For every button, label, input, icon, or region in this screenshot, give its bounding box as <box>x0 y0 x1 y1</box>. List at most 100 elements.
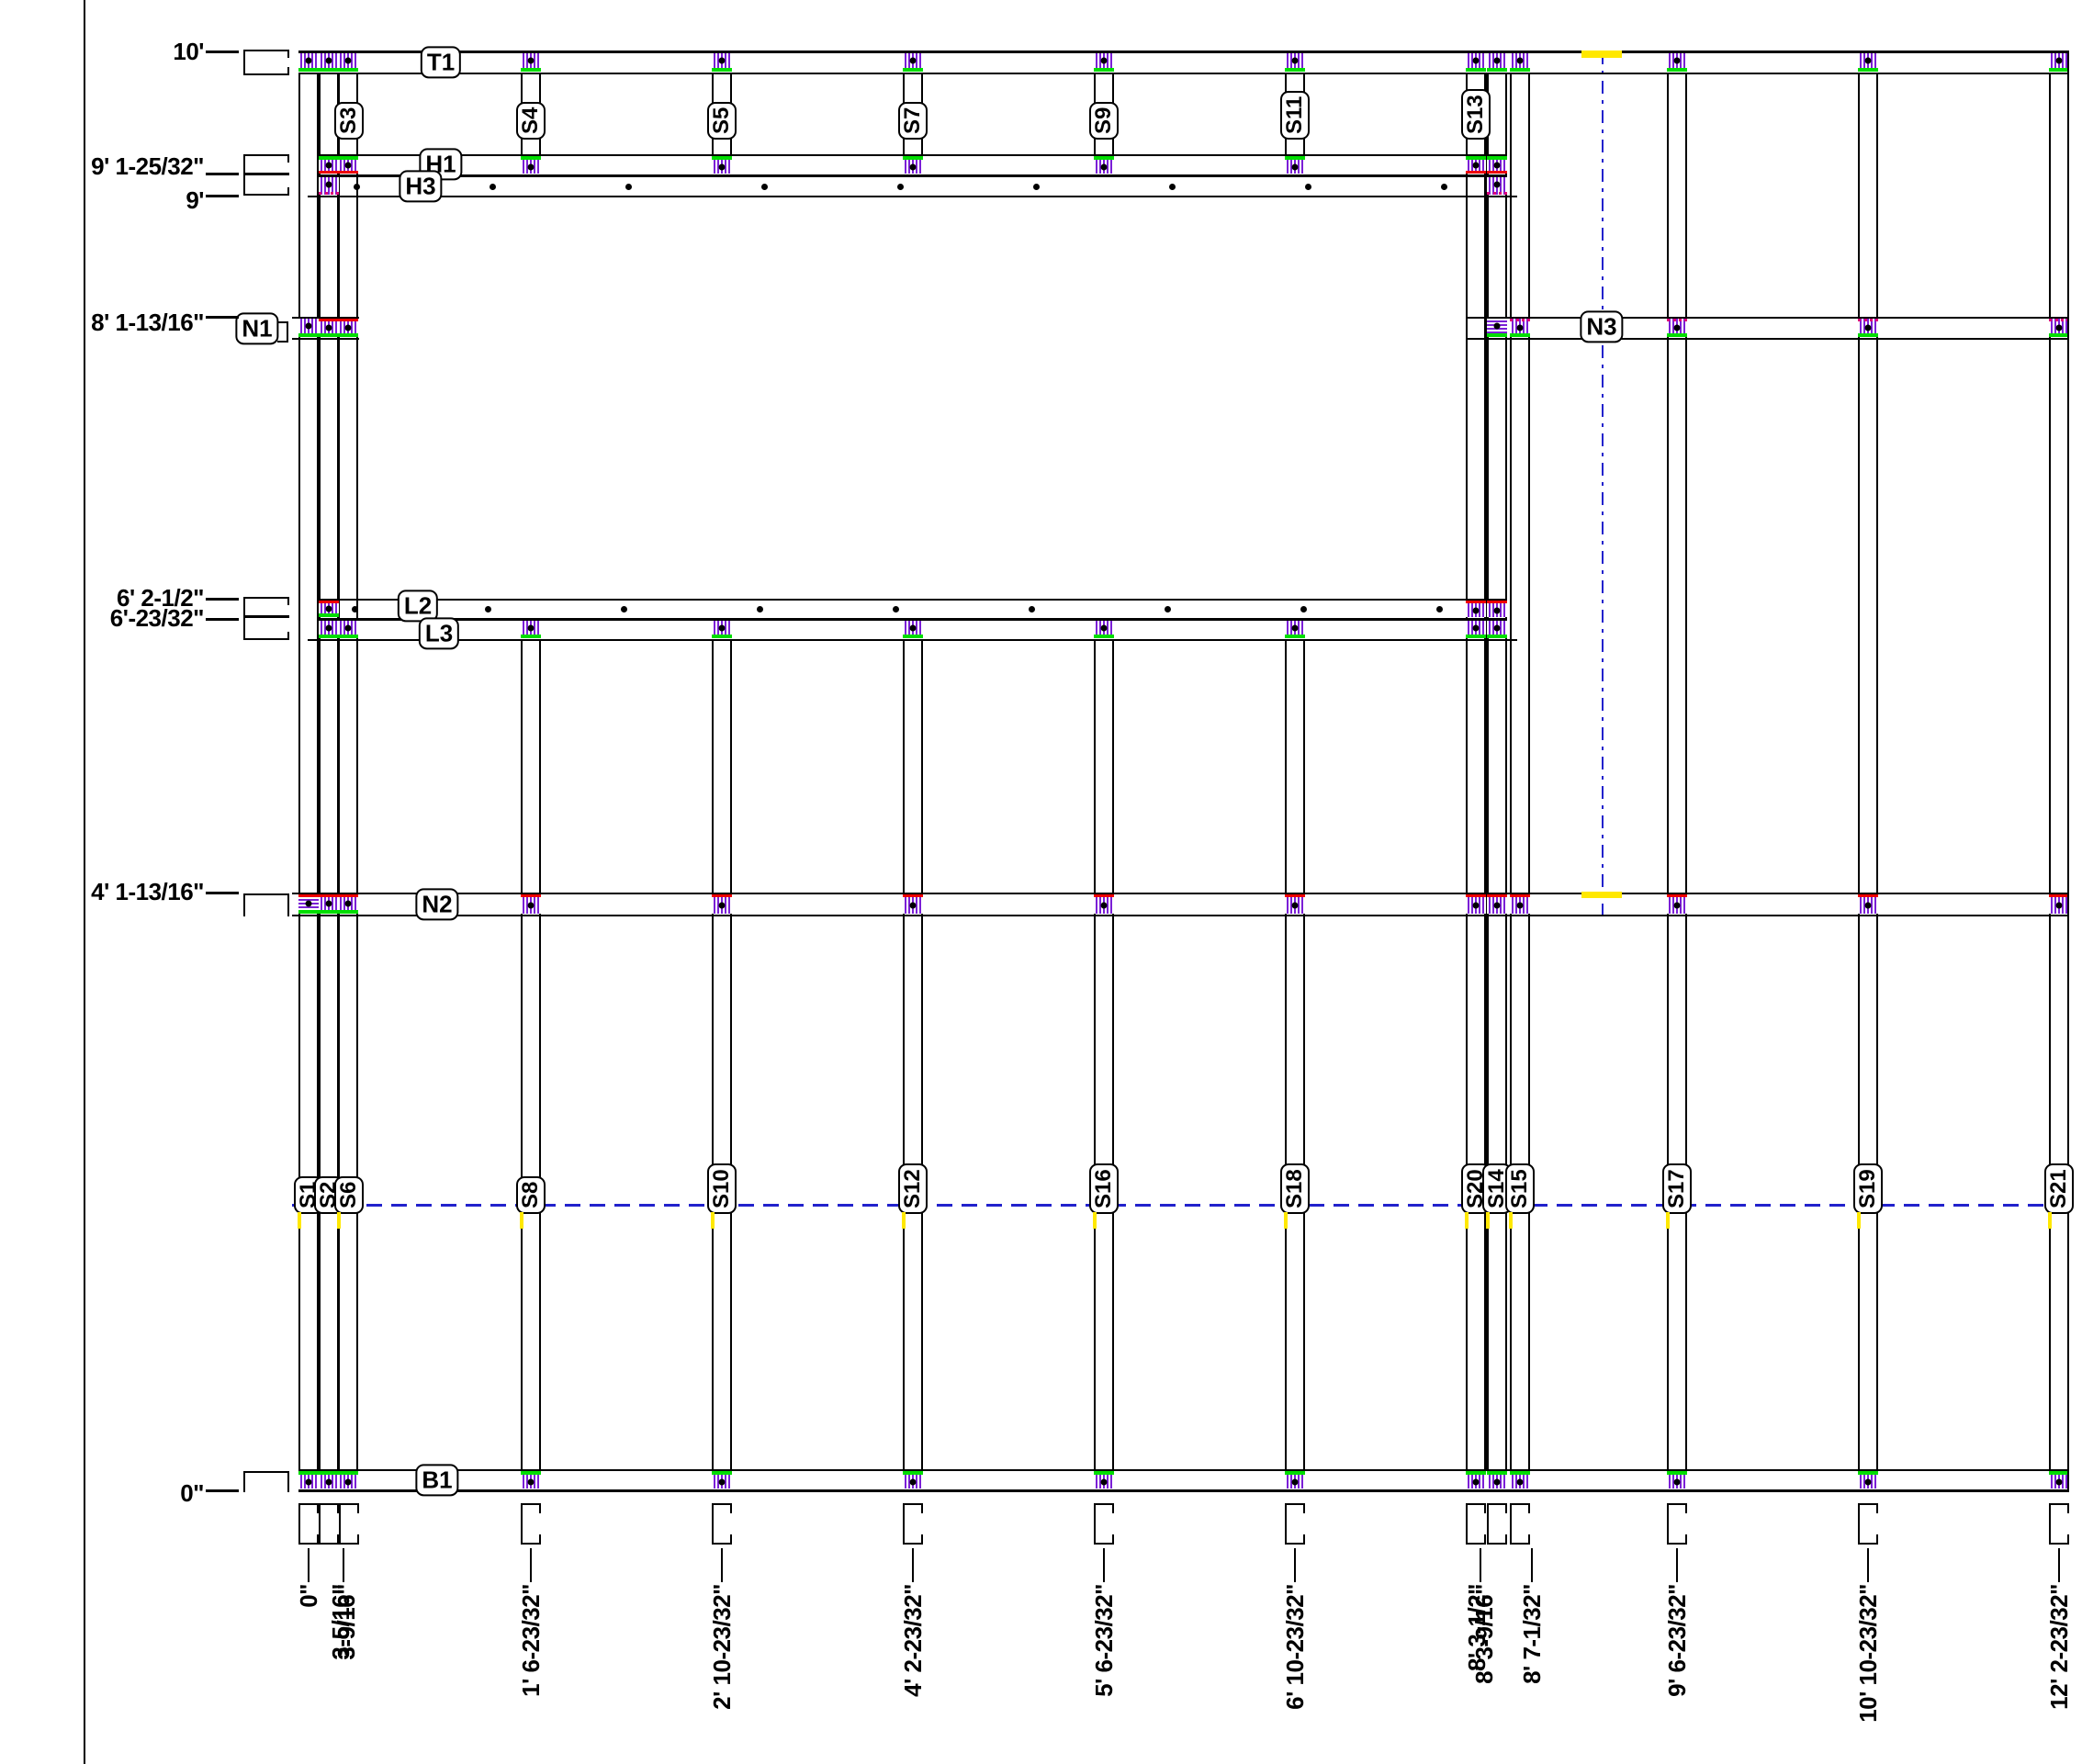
plate-line-N3 <box>1466 317 2069 319</box>
fastener-dot <box>305 900 312 907</box>
stud-block-T1-S6 <box>338 53 358 72</box>
stud-block-B1-S12 <box>903 1471 923 1489</box>
fastener-dot <box>718 624 726 631</box>
yellow-stud-tick <box>711 1212 715 1229</box>
fastener-dot <box>1472 57 1480 64</box>
stud-label-S7: S7 <box>898 101 928 140</box>
stud-block-T1-S15 <box>1510 53 1530 72</box>
bottom-dim-text: 9' 6-23/32" <box>1663 1584 1691 1697</box>
left-dim-text: 4' 1-13/16" <box>91 878 204 905</box>
member-label-N3: N3 <box>1580 310 1624 343</box>
page-border-line <box>84 0 85 1764</box>
fastener-dot <box>2055 902 2063 909</box>
fastener-dot <box>344 57 352 64</box>
fastener-dot-L2 <box>1436 606 1443 612</box>
stud-block-H3-S2 <box>319 177 339 195</box>
dim-bracket <box>243 597 289 599</box>
plate-line-B1 <box>298 1489 2069 1492</box>
stud-block-H1-S6 <box>338 156 358 174</box>
fastener-dot <box>344 1478 352 1485</box>
fastener-dot <box>718 902 726 909</box>
dim-leader-dash <box>206 598 239 601</box>
stud-block-N2-S18 <box>1285 894 1305 914</box>
stud-block-B1-S16 <box>1094 1471 1114 1489</box>
yellow-stud-tick <box>1486 1212 1490 1229</box>
fastener-dot-H3 <box>1441 183 1447 190</box>
dim-channel <box>1285 1503 1305 1545</box>
plate-line-N2 <box>292 915 2069 916</box>
stud-block-N2-S6 <box>338 894 358 914</box>
stud-S21 <box>2049 73 2069 1469</box>
member-label-H3: H3 <box>399 170 443 203</box>
dim-extension-tick <box>1103 1548 1105 1582</box>
yellow-stud-tick <box>337 1212 341 1229</box>
stud-S2 <box>319 73 339 1469</box>
stud-block-H1-S2 <box>319 156 339 174</box>
dim-bracket <box>243 73 289 75</box>
stud-S18 <box>1285 640 1305 1469</box>
stud-label-S6: S6 <box>334 1175 364 1214</box>
stud-label-S3: S3 <box>334 101 364 140</box>
stud-label-S10: S10 <box>707 1163 737 1214</box>
left-dim-text: 10' <box>173 38 204 65</box>
dim-channel <box>903 1503 923 1545</box>
fastener-dot <box>527 57 535 64</box>
dim-leader-dash <box>206 1489 239 1492</box>
stud-S17 <box>1667 73 1687 1469</box>
fastener-dot <box>909 902 917 909</box>
fastener-dot <box>305 57 312 64</box>
fastener-dot <box>1100 902 1108 909</box>
dim-bracket <box>243 638 289 640</box>
fastener-dot <box>1493 181 1501 188</box>
stud-block-N2-S17 <box>1667 894 1687 914</box>
fastener-dot <box>718 163 726 170</box>
fastener-dot <box>1291 624 1299 631</box>
stud-block-T1-S4 <box>521 53 541 72</box>
fastener-dot <box>305 1478 312 1485</box>
dim-bracket <box>243 154 289 156</box>
stud-block-N3-S21 <box>2049 319 2069 337</box>
stud-block-L2-S2 <box>319 601 339 617</box>
stud-block-N1-S6 <box>338 319 358 337</box>
stud-label-S17: S17 <box>1662 1163 1692 1214</box>
yellow-stud-tick <box>520 1212 523 1229</box>
fastener-dot-L2 <box>1300 606 1307 612</box>
fastener-dot <box>1493 624 1501 631</box>
bottom-dim-text: 12' 2-23/32" <box>2045 1584 2073 1710</box>
dim-channel <box>1094 1503 1114 1545</box>
dim-extension-tick <box>1531 1548 1533 1582</box>
bottom-dim-text: 8' 3-9/16" <box>1470 1584 1498 1684</box>
left-dim-text: 6' 2-1/2" <box>117 584 204 612</box>
stud-block-N2-S15 <box>1510 894 1530 914</box>
fastener-dot <box>1100 624 1108 631</box>
yellow-stud-tick <box>298 1212 301 1229</box>
stud-block-B1-S21 <box>2049 1471 2069 1489</box>
fastener-dot <box>1493 607 1501 613</box>
fastener-dot <box>1291 57 1299 64</box>
stud-block-B1-S6 <box>338 1471 358 1489</box>
fastener-dot <box>344 324 352 331</box>
guide-dashed-line-horizontal <box>292 1204 2071 1207</box>
fastener-dot <box>325 1478 332 1485</box>
fastener-dot <box>527 902 535 909</box>
dim-extension-tick <box>530 1548 532 1582</box>
stud-block-T1-S13 <box>1466 53 1486 72</box>
bottom-dim-text: 5' 6-23/32" <box>1090 1584 1118 1697</box>
fastener-dot <box>2055 57 2063 64</box>
stud-block-L3-S8 <box>521 621 541 638</box>
fastener-dot <box>305 322 312 330</box>
stud-block-H1-S9 <box>1094 156 1114 174</box>
fastener-dot <box>1472 607 1480 613</box>
stud-block-N3-S14 <box>1487 319 1507 337</box>
bottom-dim-text: 4' 2-23/32" <box>899 1584 927 1697</box>
stud-label-S4: S4 <box>516 101 546 140</box>
dim-bracket <box>243 597 245 640</box>
dim-leader-dash <box>206 892 239 894</box>
member-label-T1: T1 <box>420 46 462 79</box>
fastener-dot <box>1291 902 1299 909</box>
stud-block-L2-S14 <box>1487 601 1507 617</box>
dim-bracket <box>287 187 289 196</box>
king-stud-heavy-line <box>1485 73 1488 1469</box>
fastener-dot <box>718 57 726 64</box>
